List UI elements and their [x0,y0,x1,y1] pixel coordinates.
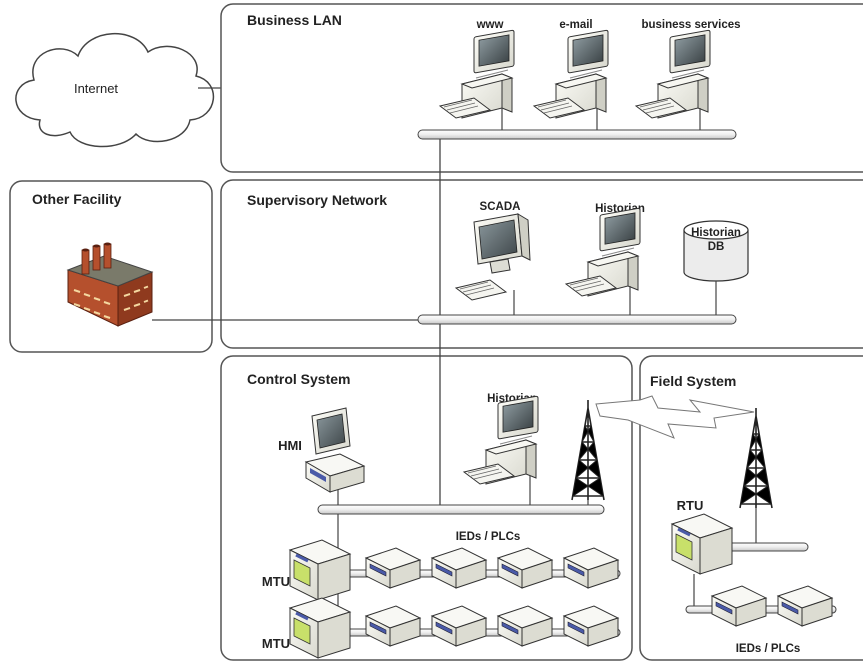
mtu-unit-icon [288,538,352,602]
field-system-title: Field System [650,373,736,389]
business-services-label: business services [641,19,740,31]
field-system-devices: RTU IEDs / PLCs [670,407,837,655]
mtu-unit-icon [288,596,352,660]
business-lan-title: Business LAN [247,12,342,28]
supervisory-bus [417,314,737,325]
field-ieds-plcs-label: IEDs / PLCs [736,643,801,655]
mtu-label-2: MTU [262,636,290,651]
cloud-icon [15,32,214,148]
hmi-terminal-icon [304,407,366,493]
field-system-panel [639,355,863,661]
control-system-title: Control System [247,371,350,387]
internet-cloud: Internet [15,32,214,148]
supervisory-network-title: Supervisory Network [247,192,387,208]
control-bus [317,504,605,515]
factory-icon [66,242,154,327]
other-facility-title: Other Facility [32,191,122,207]
wireless-link-icon [595,395,755,439]
control-system-devices: HMI Historian IEDs / PLCs [278,393,605,543]
supervisory-devices: SCADA Historian Historian DB [455,201,749,316]
historian-db-label-line1: Historian [691,227,741,239]
scada-label: SCADA [480,201,521,213]
ieds-plcs-label: IEDs / PLCs [456,531,521,543]
business-lan-bus [417,129,737,140]
historian-db-label-line2: DB [708,241,725,253]
business-lan-panel [220,3,863,173]
internet-label: Internet [74,81,118,96]
mtu-label-1: MTU [262,574,290,589]
www-label: www [476,19,504,31]
email-label: e-mail [559,19,592,31]
rtu-unit-icon [670,512,734,576]
rtu-label: RTU [677,498,704,513]
hmi-label: HMI [278,438,302,453]
